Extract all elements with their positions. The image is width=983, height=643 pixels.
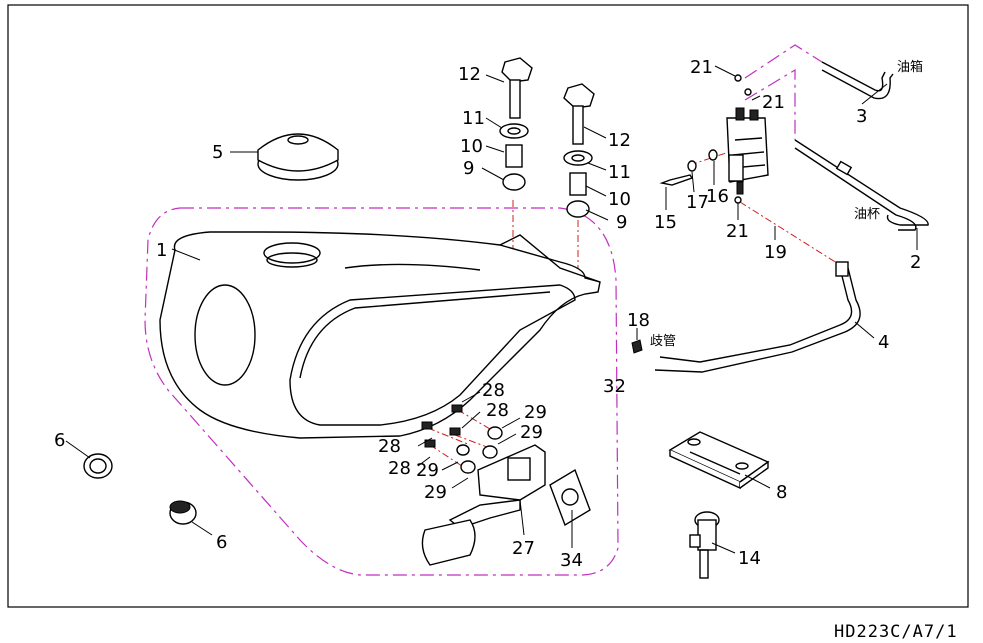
bracket-part	[448, 444, 546, 529]
callout-6-lower: 6	[216, 532, 227, 553]
callout-10-left: 10	[460, 136, 483, 157]
overflow-hose-part	[794, 139, 929, 231]
callout-28-c: 28	[378, 436, 401, 457]
label-fuel-tank: 油箱	[897, 59, 923, 75]
fuel-line-route	[739, 201, 841, 266]
label-manifold: 歧管	[650, 334, 676, 349]
callout-2: 2	[910, 252, 921, 273]
callout-15: 15	[654, 212, 677, 233]
callout-34: 34	[560, 550, 583, 571]
callout-3: 3	[856, 106, 867, 127]
drawing-code: HD223C/A7/1	[834, 622, 958, 642]
fuel-tank-part	[159, 231, 601, 439]
pump-bolt-parts	[659, 149, 718, 186]
callout-21-mid: 21	[762, 92, 785, 113]
label-fuel-cup: 油杯	[854, 207, 880, 222]
callout-10-right: 10	[608, 189, 631, 210]
hose-clamp-part	[631, 339, 643, 354]
callout-11-left: 11	[462, 108, 485, 129]
fuel-valve-part	[689, 511, 720, 579]
callout-12-left: 12	[458, 64, 481, 85]
callout-8: 8	[776, 482, 787, 503]
callout-4: 4	[878, 332, 889, 353]
gas-cap-part	[257, 133, 339, 181]
fuel-filter-part	[421, 519, 476, 566]
callout-12-right: 12	[608, 130, 631, 151]
callout-28-b: 28	[486, 400, 509, 421]
callout-21-top: 21	[690, 57, 713, 78]
callout-27: 27	[512, 538, 535, 559]
callout-29-c: 29	[416, 460, 439, 481]
screw-parts	[421, 404, 463, 448]
grommet-part-upper	[83, 453, 113, 479]
fuel-hose-part	[654, 261, 861, 373]
callout-19: 19	[764, 242, 787, 263]
callout-29-b: 29	[520, 422, 543, 443]
fuel-pump-part	[726, 74, 769, 204]
callout-28-d: 28	[388, 458, 411, 479]
grommet-part-lower	[169, 500, 197, 525]
vent-hose-part	[821, 61, 894, 100]
callout-29-d: 29	[424, 482, 447, 503]
callout-32: 32	[603, 376, 626, 397]
callout-18: 18	[627, 310, 650, 331]
callout-21-bottom: 21	[726, 221, 749, 242]
callout-9-left: 9	[463, 158, 474, 179]
gasket-part	[549, 468, 591, 527]
callout-11-right: 11	[608, 162, 631, 183]
callout-9-right: 9	[616, 212, 627, 233]
callout-14: 14	[738, 548, 761, 569]
callout-17: 17	[686, 192, 709, 213]
callout-6-upper: 6	[54, 430, 65, 451]
callout-5: 5	[212, 142, 223, 163]
vent-hose-route-2	[744, 68, 796, 140]
mount-stack-right	[563, 83, 595, 218]
callout-28-a: 28	[482, 380, 505, 401]
assembly-group-outline	[144, 207, 619, 576]
nut-parts	[456, 426, 503, 474]
mount-stack-left	[499, 57, 533, 191]
callout-1: 1	[156, 240, 167, 261]
callout-29-a: 29	[524, 402, 547, 423]
callout-leaders	[65, 65, 918, 554]
callout-16: 16	[706, 186, 729, 207]
vent-hose-route	[744, 44, 823, 79]
rubber-pad-part	[668, 431, 770, 490]
drawing-frame	[7, 4, 969, 608]
